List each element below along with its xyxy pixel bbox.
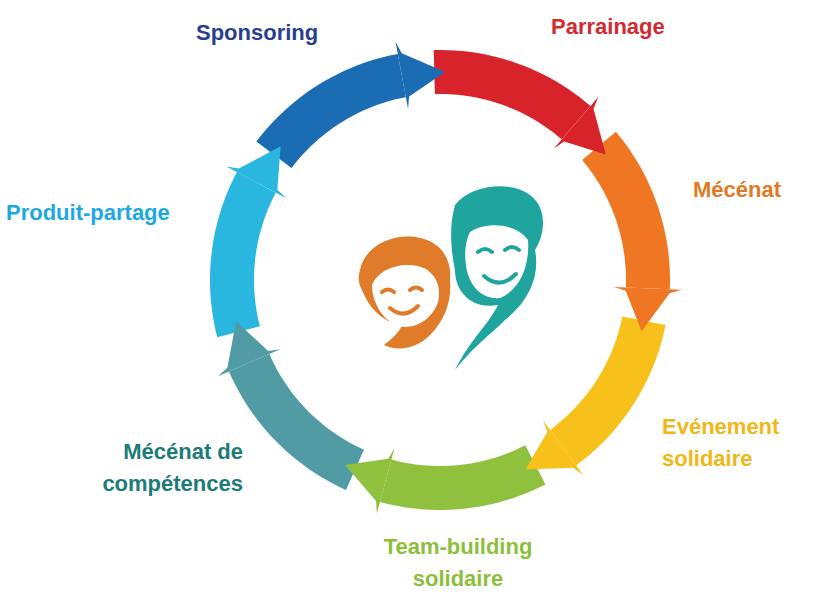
cycle-label: Parrainage	[551, 11, 665, 43]
arrow-head	[614, 287, 682, 331]
arrow-body	[210, 172, 276, 337]
cycle-label: Mécénat	[693, 174, 781, 206]
arrow-body	[582, 132, 670, 289]
arrow-head	[396, 42, 446, 109]
children-illustration	[359, 186, 543, 370]
arrow-body	[229, 354, 364, 490]
arrow-body	[380, 445, 546, 510]
cycle-label: Mécénat de compétences	[93, 436, 243, 500]
cycle-label: Evénement solidaire	[662, 411, 812, 475]
arrow-head	[345, 448, 394, 514]
arrow-head	[226, 146, 286, 198]
arrow-body	[550, 316, 665, 465]
arrow-head	[526, 420, 584, 475]
arrow-body	[434, 50, 591, 139]
arrow-head	[554, 97, 606, 154]
cycle-label: Sponsoring	[196, 17, 318, 49]
cycle-label: Produit-partage	[6, 197, 170, 229]
cycle-label: Team-building solidaire	[358, 531, 558, 595]
arrow-head	[218, 321, 280, 376]
